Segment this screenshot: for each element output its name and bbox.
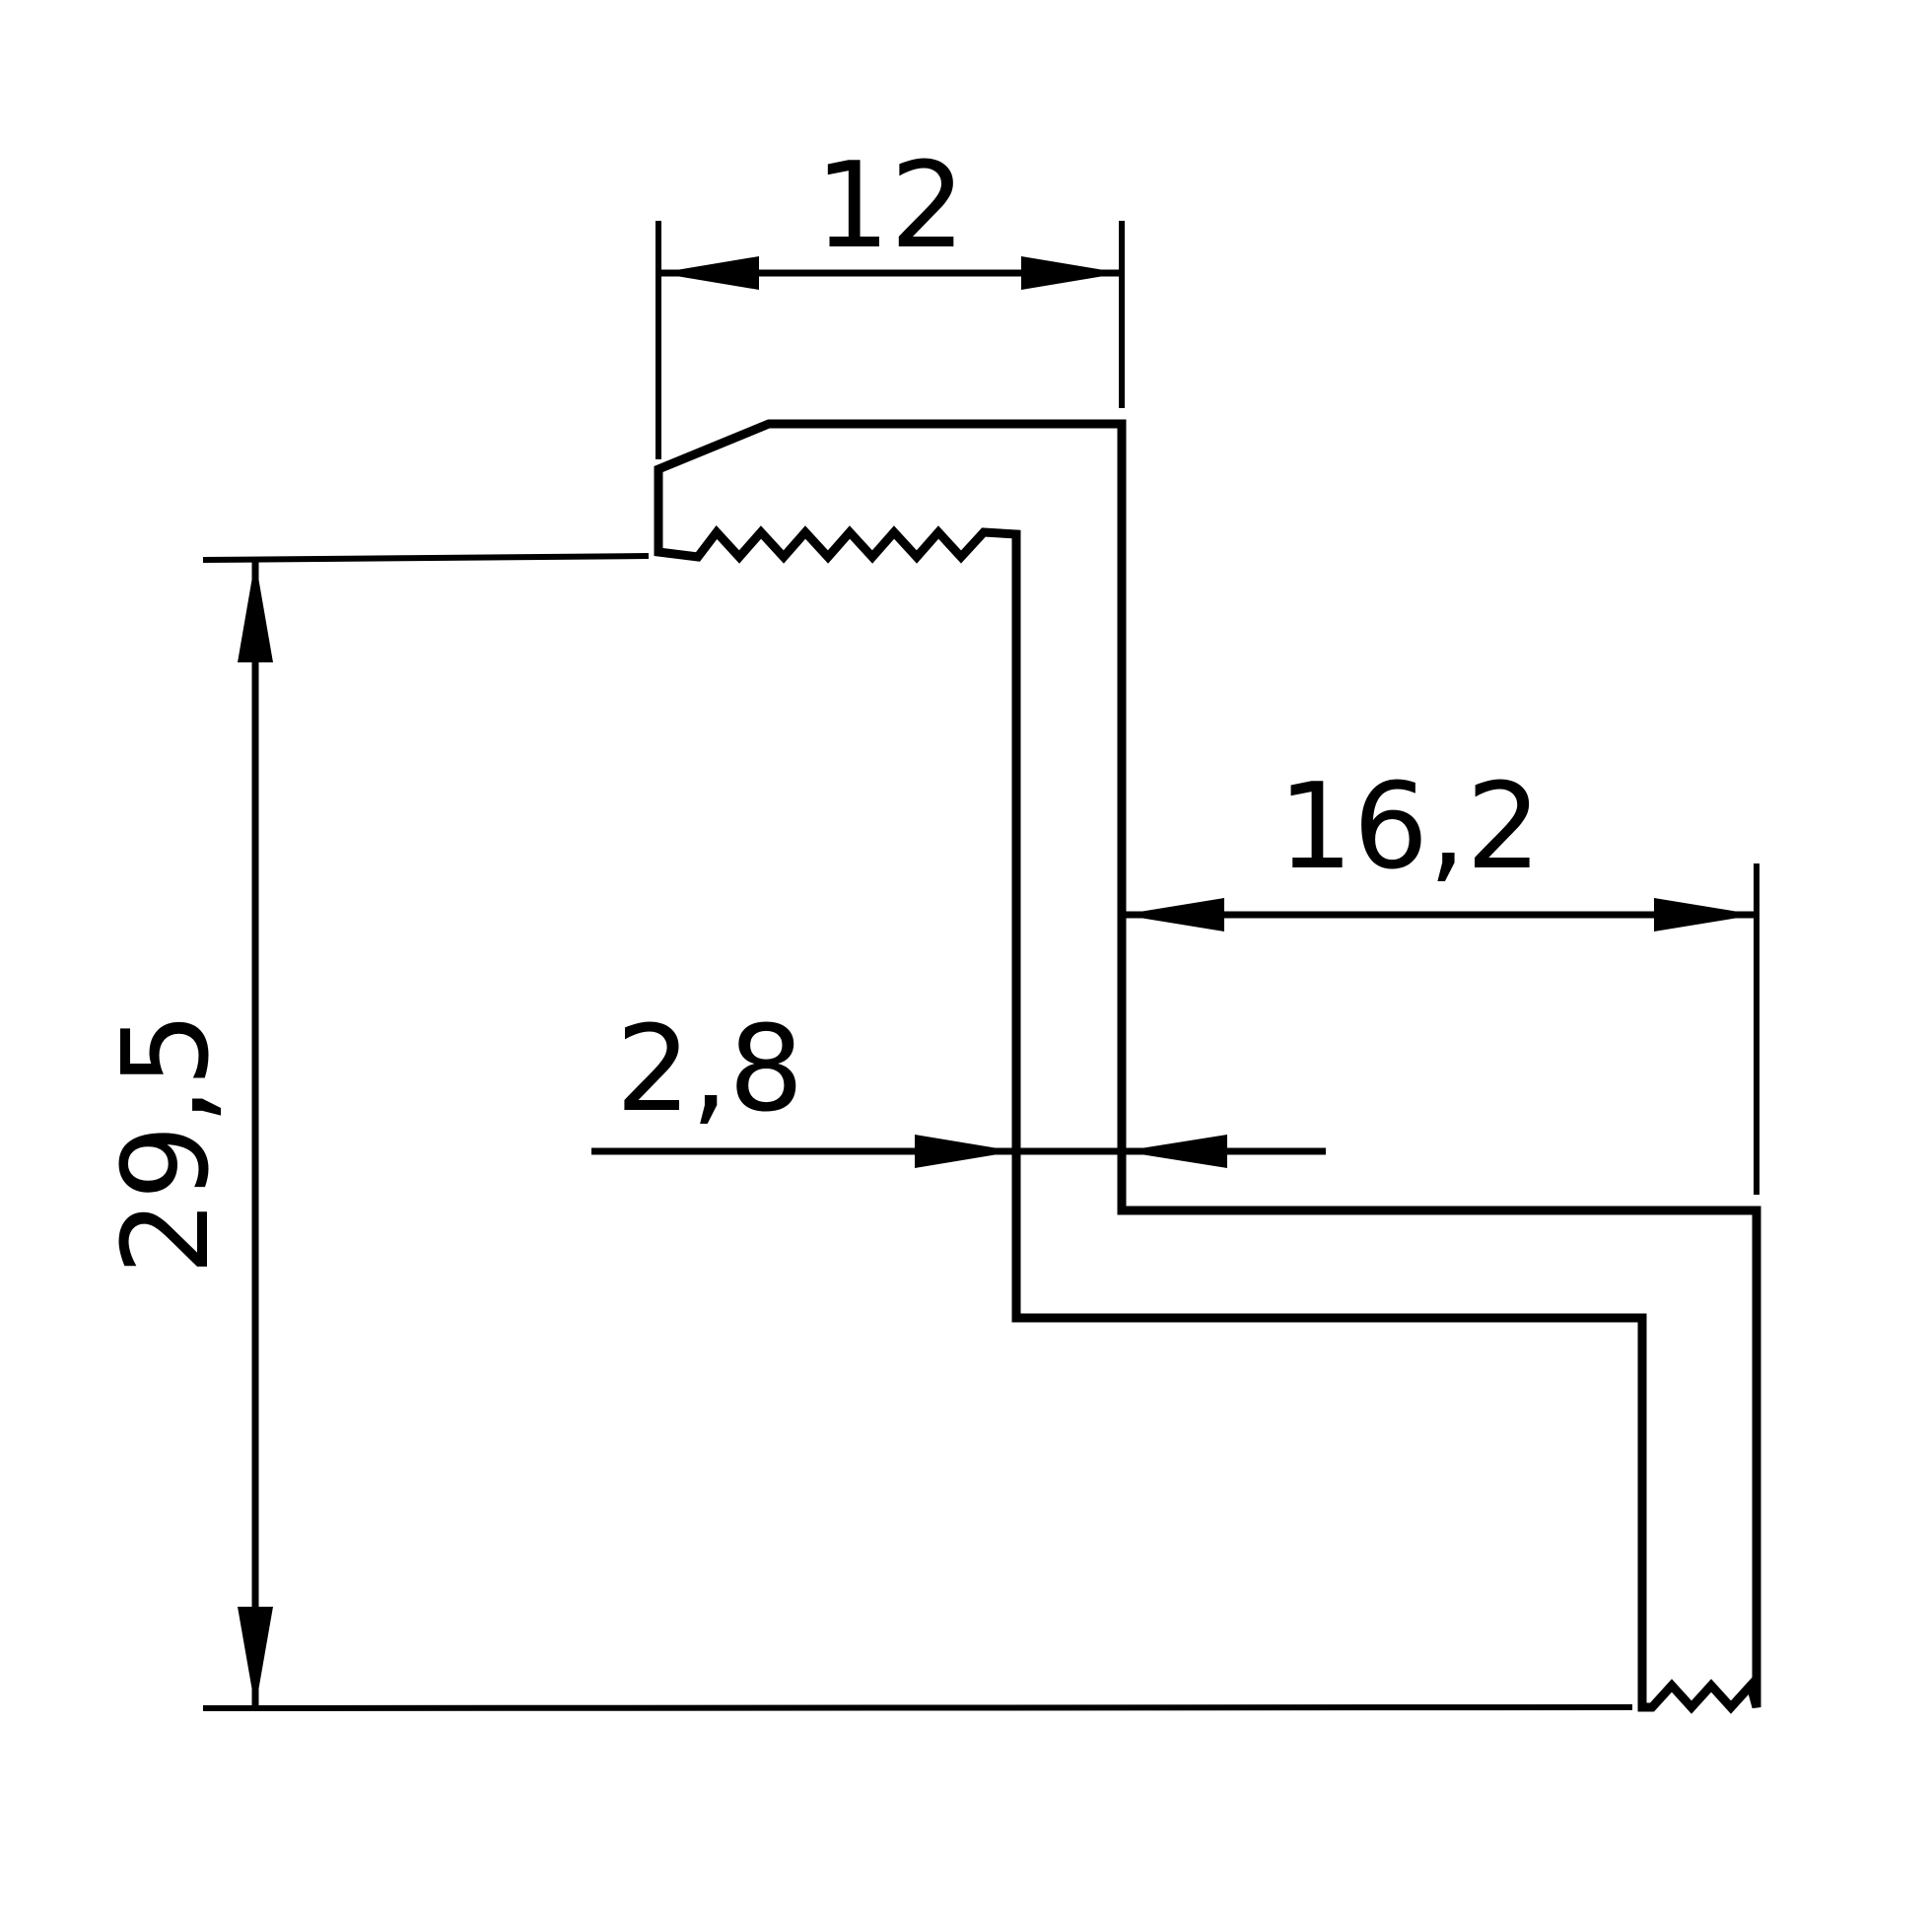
arrowhead-right-width-left — [1122, 898, 1224, 932]
extension-line-height-bottom — [202, 1704, 1633, 1711]
dimension-label-top-width: 12 — [815, 138, 966, 275]
extension-line-height-top — [202, 553, 650, 563]
arrowhead-right-width-right — [1654, 898, 1757, 932]
arrowhead-top-width-right — [1021, 256, 1122, 290]
arrowhead-top-width-left — [658, 256, 759, 290]
arrowhead-wall-thickness-right — [1122, 1135, 1227, 1168]
dimension-label-wall-thickness: 2,8 — [616, 1001, 804, 1138]
arrowhead-total-height-top — [238, 560, 273, 662]
dimension-label-right-width: 16,2 — [1277, 759, 1541, 896]
arrowhead-wall-thickness-left — [915, 1135, 1016, 1168]
arrowhead-total-height-bottom — [238, 1607, 273, 1708]
dimension-label-total-height: 29,5 — [99, 1011, 236, 1275]
profile-outline — [654, 419, 1761, 1714]
